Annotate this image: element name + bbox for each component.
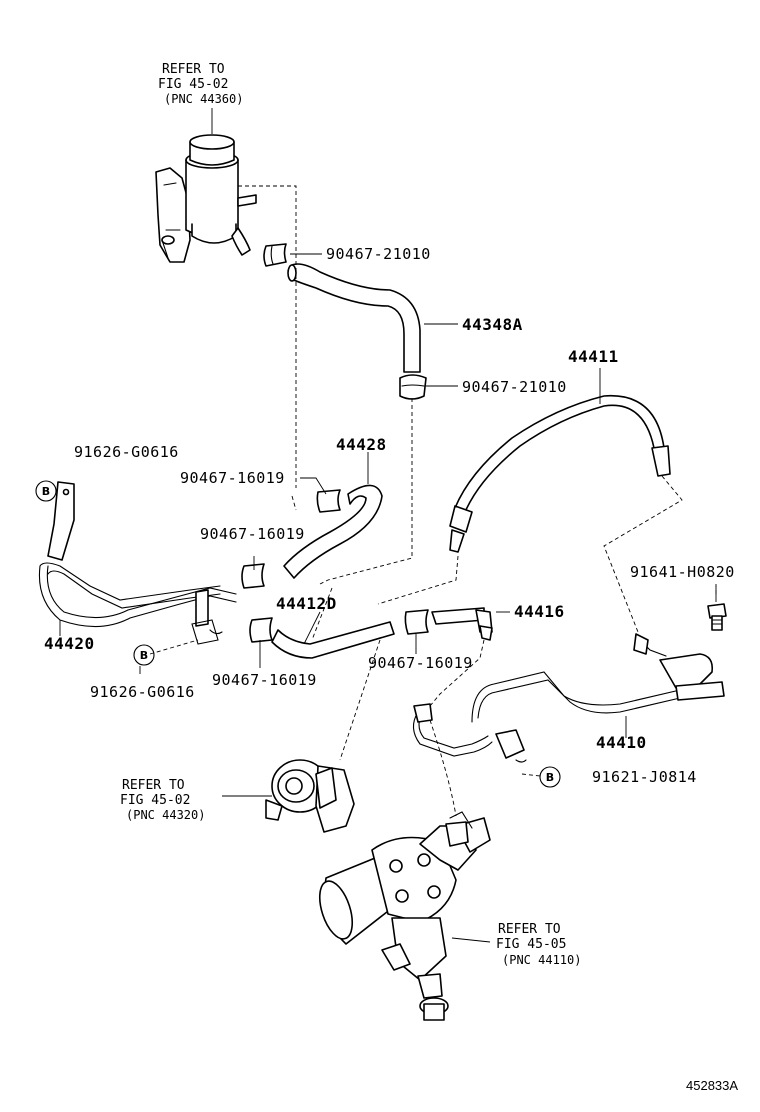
b-marker-top: B [35,480,57,502]
ref-line3: (PNC 44360) [164,92,243,106]
pump-reference: REFER TO FIG 45-02 (PNC 44320) [120,778,205,822]
label-90467-21010-upper: 90467-21010 [326,245,431,263]
label-90467-16019-a: 90467-16019 [180,469,285,487]
ref-line2: FIG 45-02 [120,793,190,808]
ref-line1: REFER TO [498,922,561,937]
clamp-90467-21010-lower [399,374,427,400]
label-44428: 44428 [336,435,387,454]
label-90467-21010-lower: 90467-21010 [462,378,567,396]
label-44348A: 44348A [462,315,523,334]
gear-reference: REFER TO FIG 45-05 (PNC 44110) [496,922,581,967]
label-44416: 44416 [514,602,565,621]
label-44411: 44411 [568,347,619,366]
ref-line2: FIG 45-05 [496,937,566,952]
label-91641-H0820: 91641-H0820 [630,563,735,581]
steering-gear-box [318,817,491,1021]
label-91621-J0814: 91621-J0814 [592,768,697,786]
hose-44411 [449,395,671,553]
b-marker-left: B [133,644,155,666]
hose-44428 [283,484,383,579]
hose-44416 [431,607,493,641]
label-90467-16019-d: 90467-16019 [368,654,473,672]
clamp-90467-16019-d [404,609,429,635]
svg-text:B: B [140,649,148,662]
power-steering-pump [265,759,355,833]
clamp-90467-16019-b [241,563,265,589]
clamp-90467-16019-c [249,617,273,643]
label-44410: 44410 [596,733,647,752]
hose-44348A [289,263,421,373]
tube-44410 [412,633,725,847]
label-91626-G0616-lower: 91626-G0616 [90,683,195,701]
reservoir-reference: REFER TO FIG 45-02 (PNC 44360) [158,62,243,106]
diagram-id: 452833A [686,1078,738,1093]
clamp-90467-16019-a [316,489,341,513]
leader-lines [59,253,717,943]
assembly-lines [149,185,717,817]
ref-line2: FIG 45-02 [158,77,228,92]
label-90467-16019-b: 90467-16019 [200,525,305,543]
hose-44412D [271,621,395,659]
label-44412D: 44412D [276,594,337,613]
tube-44420 [38,481,237,645]
ref-line1: REFER TO [162,62,225,77]
ref-line1: REFER TO [122,778,185,793]
b-marker-right: B [539,766,561,788]
ref-line3: (PNC 44320) [126,808,205,822]
svg-text:B: B [42,485,50,498]
reservoir-tank [155,134,257,263]
label-90467-16019-c: 90467-16019 [212,671,317,689]
ref-line3: (PNC 44110) [502,953,581,967]
label-44420: 44420 [44,634,95,653]
label-91626-G0616-upper: 91626-G0616 [74,443,179,461]
svg-text:B: B [546,771,554,784]
clamp-90467-21010-upper [263,243,287,267]
bolt-91641-H0820 [707,603,727,631]
